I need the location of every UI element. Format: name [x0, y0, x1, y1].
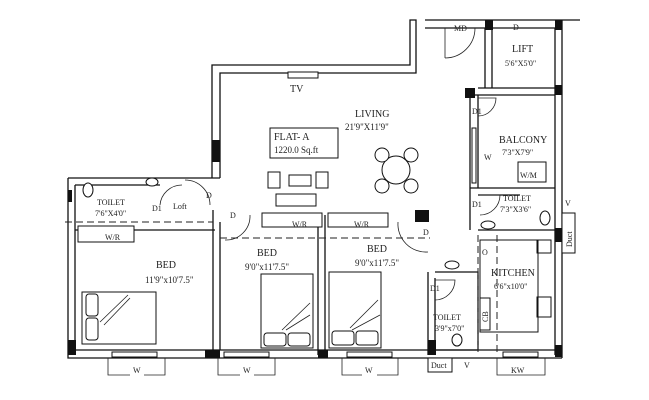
wardrobe-bed3 [327, 212, 389, 228]
washing-machine [517, 161, 547, 183]
toilet-right-dim: 7'3"X3'6" [500, 205, 531, 214]
kitchen-window-label: KW [511, 366, 525, 375]
lift-door-label: D [513, 23, 519, 32]
lift-label: LIFT [512, 44, 533, 55]
bed1-dim: 11'9"x10'7.5" [145, 275, 194, 285]
toilet-right-wc [539, 210, 551, 226]
living-label: LIVING [355, 109, 389, 120]
lift-dim: 5'6"X5'0" [505, 59, 536, 68]
toilet-right-door-label: D1 [472, 200, 482, 209]
kitchen-counter [479, 239, 539, 333]
bed3-dim: 9'0"x11'7.5" [355, 258, 399, 268]
doors [159, 27, 501, 301]
wardrobe-bed3-label: W/R [354, 220, 370, 229]
living-dim: 21'9"X11'9" [345, 122, 389, 132]
bed3-window-label: W [365, 366, 373, 375]
furniture [77, 71, 552, 349]
dining-table [381, 155, 411, 185]
kitchen-o-label: O [482, 248, 488, 257]
balcony-window-label: W [484, 153, 492, 162]
main-door-label: MD [454, 24, 467, 33]
toilet-small-label: TOILET [433, 313, 461, 322]
vent-bottom-label: V [464, 361, 470, 370]
wardrobe-bed2 [261, 212, 323, 228]
toilet-right-label: TOILET [503, 194, 531, 203]
balcony-door-label: D1 [472, 107, 482, 116]
cupboard [479, 297, 491, 331]
toilet-small-wc [451, 333, 463, 347]
kitchen-dim: 6'6"x10'0" [494, 282, 527, 291]
wardrobe-bed1 [77, 225, 135, 243]
labels: TV LIVING 21'9"X11'9" FLAT- A 1220.0 Sq.… [95, 23, 574, 375]
toilet-left-door-label: D1 [152, 204, 162, 213]
sink [536, 239, 552, 254]
cupboard-label: CB [481, 311, 490, 322]
wardrobe-bed2-label: W/R [292, 220, 308, 229]
balcony-label: BALCONY [499, 135, 547, 146]
toilet-left-wc [82, 182, 94, 198]
loft-label: Loft [173, 202, 188, 211]
bed2-window-label: W [243, 366, 251, 375]
stove [536, 296, 552, 318]
sofa [275, 193, 317, 207]
bed1-door-label: D [206, 191, 212, 200]
flat-name: FLAT- A [274, 132, 310, 143]
bed1-window-label: W [133, 366, 141, 375]
tv-unit [287, 71, 319, 79]
duct-right-label: Duct [565, 231, 574, 247]
tv-label: TV [290, 84, 304, 95]
loft-lines [65, 221, 498, 355]
balcony-dim: 7'3"X7'9" [502, 148, 533, 157]
flat-info-box [269, 127, 339, 159]
bed2-door-label: D [230, 211, 236, 220]
coffee-table [288, 174, 312, 187]
bed3-label: BED [367, 244, 387, 255]
washing-machine-label: W/M [520, 171, 537, 180]
toilet-small-door-label: D1 [430, 284, 440, 293]
flat-area: 1220.0 Sq.ft [274, 145, 319, 155]
kitchen-label: KITCHEN [491, 268, 535, 279]
bed2-dim: 9'0"x11'7.5" [245, 262, 289, 272]
windows [107, 127, 576, 376]
vent-right-label: V [565, 199, 571, 208]
bed1-label: BED [156, 260, 176, 271]
duct-bottom-label: Duct [431, 361, 447, 370]
bed2-label: BED [257, 248, 277, 259]
bed3-door-label: D [423, 228, 429, 237]
toilet-small-dim: 3'9"x7'0" [435, 324, 464, 333]
toilet-left-dim: 7'6"X4'0" [95, 209, 126, 218]
wardrobe-bed1-label: W/R [105, 233, 121, 242]
toilet-left-label: TOILET [97, 198, 125, 207]
sofa-chair [267, 171, 281, 189]
